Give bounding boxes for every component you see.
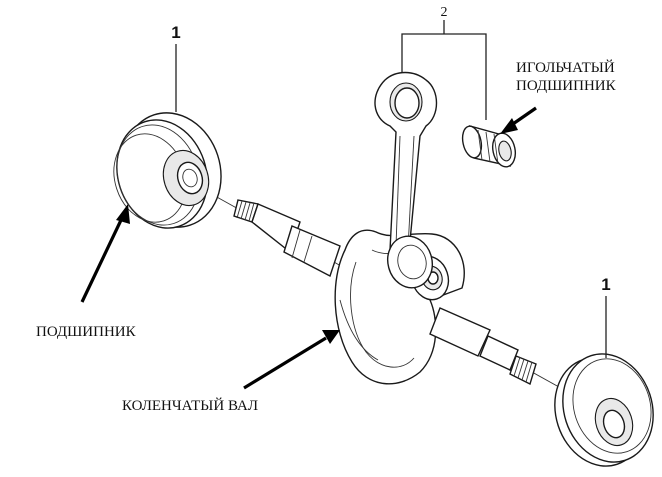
arrow-bearing <box>80 204 130 303</box>
arrow-crankshaft <box>243 330 340 390</box>
item-number-right-bearing: 1 <box>601 275 610 294</box>
item-number-left-bearing: 1 <box>171 23 180 42</box>
arrow-needle-bearing <box>500 106 537 134</box>
label-bearing: ПОДШИПНИК <box>36 324 137 340</box>
crankshaft-right-shaft <box>429 307 537 385</box>
left-ball-bearing <box>113 112 222 229</box>
item-number-connecting-rod: 2 <box>441 5 448 20</box>
right-ball-bearing <box>554 353 654 467</box>
connecting-rod <box>374 71 438 289</box>
label-needle-bearing-line1: ИГОЛЬЧАТЫЙ <box>516 59 615 76</box>
label-needle-bearing-line2: ПОДШИПНИК <box>516 78 617 94</box>
needle-bearing <box>461 125 517 168</box>
label-crankshaft: КОЛЕНЧАТЫЙ ВАЛ <box>122 397 258 414</box>
crankshaft-left-shaft <box>233 199 341 278</box>
